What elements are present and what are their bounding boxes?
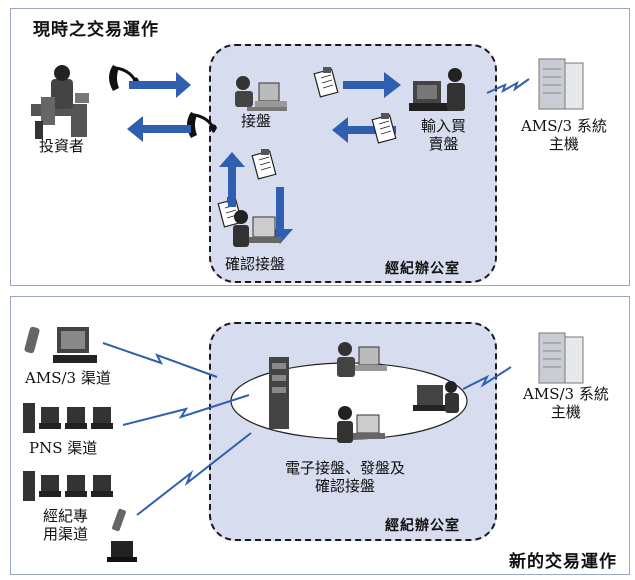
ams3-channel-icon — [24, 326, 97, 363]
order-taker-workstation-icon — [235, 76, 287, 111]
arrow-to-investor — [127, 116, 191, 142]
order-slip-icon-1 — [313, 66, 339, 98]
order-input-workstation-icon — [409, 68, 465, 111]
ams3-host-label-top-line2: 主機 — [548, 135, 579, 153]
investor-icon — [31, 65, 89, 139]
ring-workstation-icon-right — [413, 381, 459, 413]
ams3-channel-label: AMS/3 渠道 — [25, 369, 111, 387]
broker-channel-label-line1: 經紀專 — [43, 507, 89, 525]
receive-order-label: 接盤 — [241, 112, 272, 130]
ams3-host-label-top: AMS/3 系統 主機 — [521, 117, 607, 153]
broker-channel-icon — [23, 471, 137, 562]
broker-channel-label-line2: 用渠道 — [43, 525, 89, 543]
arrow-input-to-receive — [332, 117, 396, 143]
arrow-receive-to-input — [343, 72, 401, 98]
ams3-host-label-top-line1: AMS/3 系統 — [521, 117, 607, 135]
order-input-label-line1: 輸入買 — [421, 117, 467, 135]
bottom-diagram-graphics — [23, 326, 584, 562]
arrow-confirm-up — [219, 152, 245, 207]
center-process-label-line1: 電子接盤、發盤及 — [285, 459, 406, 477]
order-slip-icon-2 — [371, 112, 397, 144]
central-server-icon — [269, 357, 289, 429]
order-input-label-line2: 賣盤 — [428, 135, 459, 153]
ring-workstation-icon-top — [337, 342, 387, 377]
investor-label: 投資者 — [39, 137, 85, 155]
order-slip-icon-3 — [251, 148, 277, 180]
lightning-link-bottom-ams — [462, 366, 512, 390]
lightning-link-broker-channel — [136, 432, 252, 516]
ring-workstation-icon-bottom — [337, 406, 385, 443]
panel-title-current: 現時之交易運作 — [33, 20, 159, 40]
broker-office-label-bottom: 經紀辦公室 — [385, 518, 460, 534]
phone-icon-lower — [185, 110, 219, 140]
lightning-link-top — [486, 78, 530, 94]
panel-title-new: 新的交易運作 — [509, 552, 617, 572]
ams3-host-label-bottom-line2: 主機 — [550, 403, 581, 421]
pns-channel-icon — [23, 403, 113, 433]
center-process-label-line2: 確認接盤 — [315, 477, 376, 495]
confirmer-workstation-icon — [233, 210, 281, 247]
pns-channel-label: PNS 渠道 — [29, 439, 98, 457]
current-trading-panel: 現時之交易運作 — [10, 8, 630, 286]
top-diagram-graphics — [31, 58, 584, 247]
broker-office-label-top: 經紀辦公室 — [385, 261, 460, 277]
broker-channel-label: 經紀專 用渠道 — [43, 507, 88, 543]
ams3-server-icon-top — [538, 58, 584, 110]
ams3-server-icon-bottom — [538, 332, 584, 384]
ams3-host-label-bottom: AMS/3 系統 主機 — [523, 385, 609, 421]
order-input-label: 輸入買 賣盤 — [421, 117, 466, 153]
lightning-link-ams-channel — [102, 342, 218, 378]
center-process-label: 電子接盤、發盤及 確認接盤 — [285, 459, 405, 495]
new-trading-panel: AMS/3 渠道 PNS 渠道 經紀專 用渠道 電子接盤、發盤及 確認接盤 經紀… — [10, 296, 630, 575]
arrow-to-office — [129, 72, 191, 98]
lightning-link-pns-channel — [122, 394, 250, 426]
confirm-order-label: 確認接盤 — [225, 255, 286, 273]
ams3-host-label-bottom-line1: AMS/3 系統 — [523, 385, 609, 403]
